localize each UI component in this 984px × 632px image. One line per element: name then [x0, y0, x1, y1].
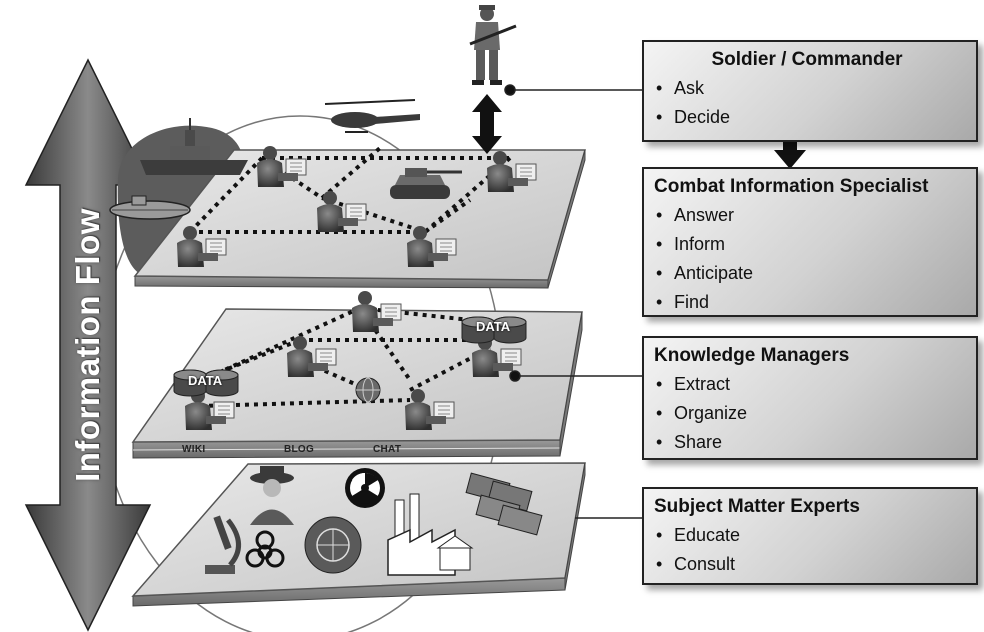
combat-information-specialist-box: Combat Information Specialist Answer Inf…: [642, 167, 978, 317]
globe-icon: [355, 377, 381, 403]
data-label: DATA: [188, 373, 223, 388]
subject-matter-experts-box: Subject Matter Experts Educate Consult: [642, 487, 978, 585]
box-items: Extract Organize Share: [644, 370, 976, 457]
platform-experts: [131, 462, 586, 607]
box-title: Knowledge Managers: [654, 345, 850, 366]
list-item: Find: [656, 288, 976, 317]
data-label: DATA: [476, 319, 511, 334]
connector-lines: [504, 84, 642, 519]
biohazard-icon: [245, 530, 285, 568]
un-emblem-icon: [304, 516, 362, 574]
blog-label: BLOG: [284, 444, 315, 455]
information-flow-label: Information Flow: [69, 208, 106, 482]
chat-label: CHAT: [373, 444, 402, 455]
soldier-link-arrow: [472, 94, 502, 154]
soldier-icon: [469, 5, 517, 85]
list-item: Anticipate: [656, 259, 976, 288]
helicopter-icon: [324, 99, 420, 133]
list-item: Share: [656, 428, 976, 457]
spy-icon: [250, 466, 294, 525]
soldier-commander-box: Soldier / Commander Ask Decide: [642, 40, 978, 142]
microscope-icon: [205, 515, 241, 574]
list-item: Ask: [656, 74, 976, 103]
money-icon: [465, 472, 543, 536]
list-item: Inform: [656, 230, 976, 259]
radiation-icon: [345, 468, 385, 508]
knowledge-managers-box: Knowledge Managers Extract Organize Shar…: [642, 336, 978, 460]
list-item: Consult: [656, 550, 976, 579]
wiki-label: WIKI: [182, 444, 206, 455]
list-item: Educate: [656, 521, 976, 550]
list-item: Answer: [656, 201, 976, 230]
box-items: Answer Inform Anticipate Find: [644, 201, 976, 317]
factory-icon: [387, 493, 474, 576]
box-title: Subject Matter Experts: [654, 496, 860, 517]
box-items: Ask Decide: [644, 74, 976, 132]
box-title: Soldier / Commander: [711, 49, 903, 70]
list-item: Organize: [656, 399, 976, 428]
list-item: Decide: [656, 103, 976, 132]
list-item: Extract: [656, 370, 976, 399]
box-title: Combat Information Specialist: [654, 176, 929, 197]
ship-icon: [140, 118, 248, 175]
submarine-icon: [109, 195, 191, 220]
box-items: Educate Consult: [644, 521, 976, 579]
tank-icon: [390, 168, 462, 199]
